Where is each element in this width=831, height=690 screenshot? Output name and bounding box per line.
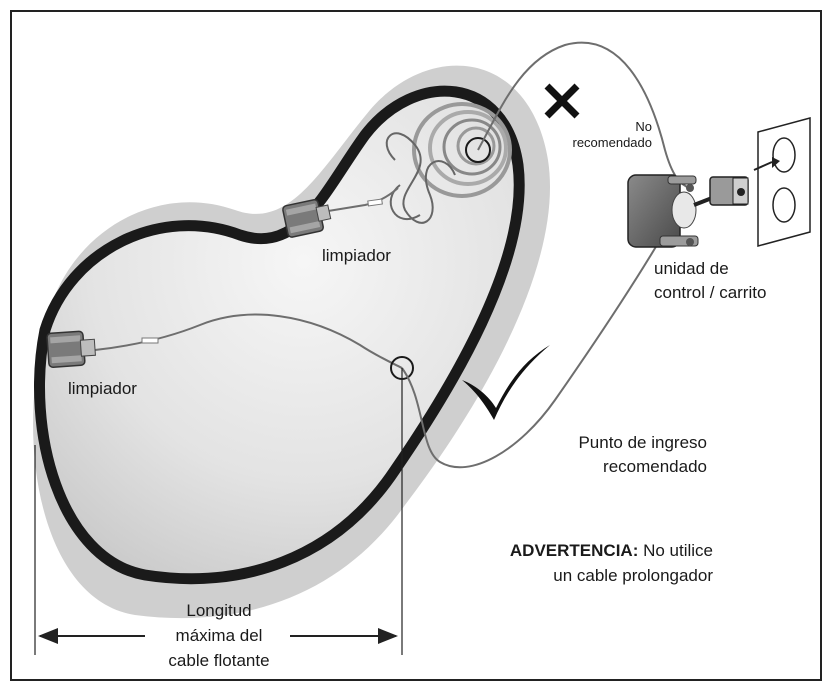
warning-text-1: No utilice <box>638 541 713 560</box>
not-recommended-label-2: recomendado <box>573 135 653 150</box>
wall-outlet <box>753 117 811 247</box>
cleaner-left-label: limpiador <box>68 379 137 398</box>
arrowhead-right <box>378 628 398 644</box>
control-unit-label-2: control / carrito <box>654 283 766 302</box>
warning-line-1: ADVERTENCIA: No utilice <box>510 541 713 560</box>
cable-float-left <box>141 337 159 344</box>
control-unit-label-1: unidad de <box>654 259 729 278</box>
power-cord <box>693 196 713 207</box>
cable-recommended <box>401 239 661 469</box>
entry-point-label-2: recomendado <box>603 457 707 476</box>
coiled-cable <box>385 102 512 224</box>
warning-title: ADVERTENCIA: <box>510 541 638 560</box>
max-length-label-1: Longitud <box>186 601 251 620</box>
cleaner-top <box>282 199 332 238</box>
entry-point-label-1: Punto de ingreso <box>578 433 707 452</box>
arrowhead-left <box>38 628 58 644</box>
cable-not-recommended <box>477 41 691 189</box>
x-mark-icon <box>544 83 580 119</box>
cleaner-top-label: limpiador <box>322 246 391 265</box>
cleaner-left <box>46 330 96 368</box>
pool-wall <box>34 85 525 585</box>
max-length-label-2: máxima del <box>176 626 263 645</box>
not-recommended-entry-circle <box>465 137 491 163</box>
diagram-border <box>10 10 822 681</box>
not-recommended-label-1: No <box>635 119 652 134</box>
warning-line-2: un cable prolongador <box>553 566 713 585</box>
max-length-label-3: cable flotante <box>168 651 269 670</box>
power-adapter <box>709 176 749 206</box>
control-unit-cart <box>627 174 699 248</box>
cable-float-top <box>367 198 383 207</box>
checkmark-icon <box>462 345 550 420</box>
